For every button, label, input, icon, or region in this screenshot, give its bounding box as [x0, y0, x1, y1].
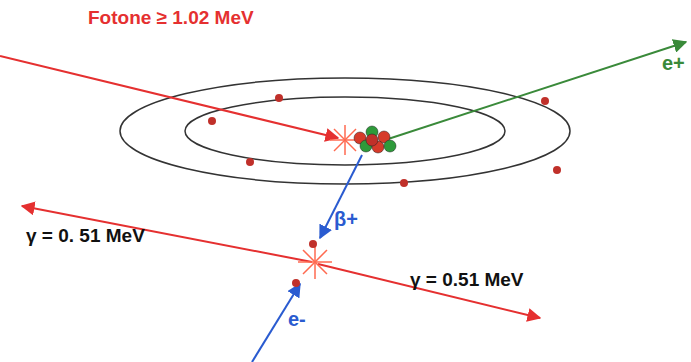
positron-dot: [309, 240, 317, 248]
positron-label: e+: [662, 52, 685, 74]
beta-plus-label: β+: [334, 208, 358, 230]
gamma-ray-right: [318, 264, 540, 318]
orbital-electrons: [208, 94, 561, 187]
annihilation-burst: [298, 245, 332, 279]
inner-orbit: [185, 97, 505, 165]
electron-dot: [292, 279, 300, 287]
positron-path: [320, 155, 362, 238]
gamma-ray-left: [22, 206, 312, 262]
photon-arrow: [0, 56, 338, 138]
gamma-energy-label: γ = 0.51 MeV: [410, 270, 524, 291]
electron-label: e-: [288, 308, 306, 330]
outer-orbit: [120, 78, 570, 184]
gamma-energy-label: γ = 0. 51 MeV: [26, 226, 145, 247]
nucleus: [354, 126, 396, 153]
photon-label: Fotone ≥ 1.02 MeV: [88, 8, 254, 29]
positron-track: [385, 42, 686, 140]
